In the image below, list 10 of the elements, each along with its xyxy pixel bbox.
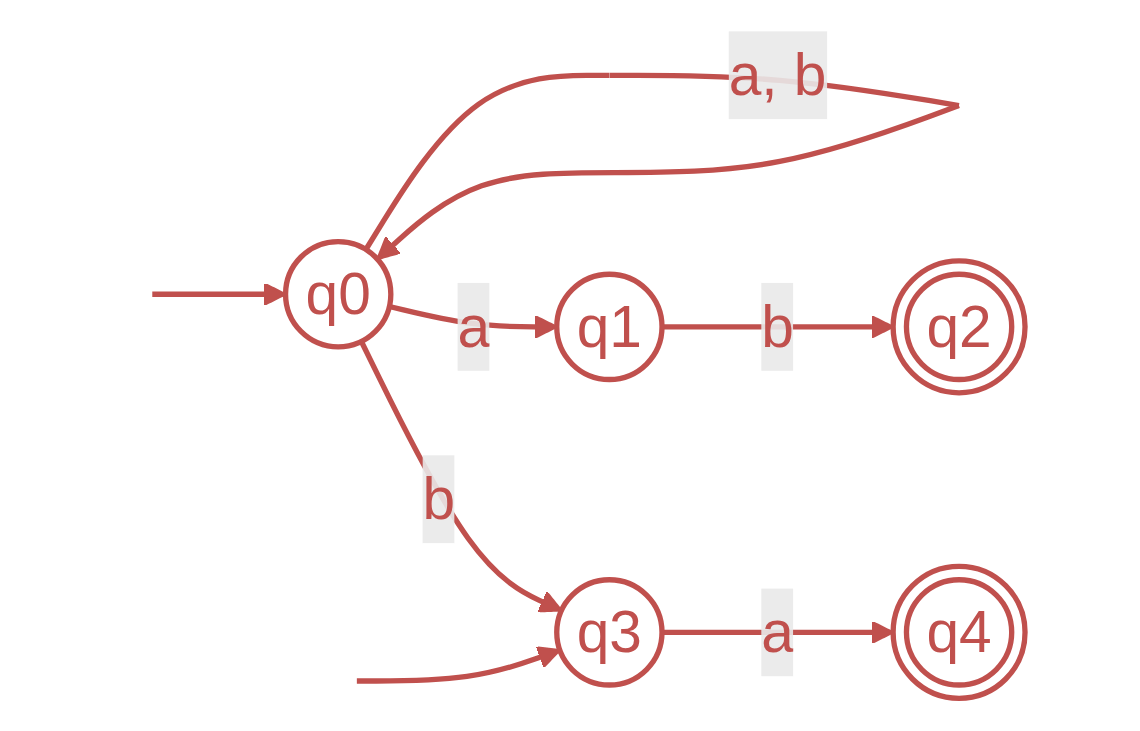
edge-label: b — [422, 465, 456, 533]
node-circle: q1 — [554, 271, 665, 383]
node-circle: q2 — [890, 258, 1028, 396]
node-circle: q3 — [554, 577, 665, 688]
edge-label: a — [457, 293, 491, 361]
edge-label: a, b — [728, 41, 827, 109]
node-circle: q4 — [890, 563, 1028, 701]
edge-label: a — [761, 599, 794, 666]
node-circle: q0 — [282, 238, 394, 350]
edge-label: b — [761, 293, 794, 361]
